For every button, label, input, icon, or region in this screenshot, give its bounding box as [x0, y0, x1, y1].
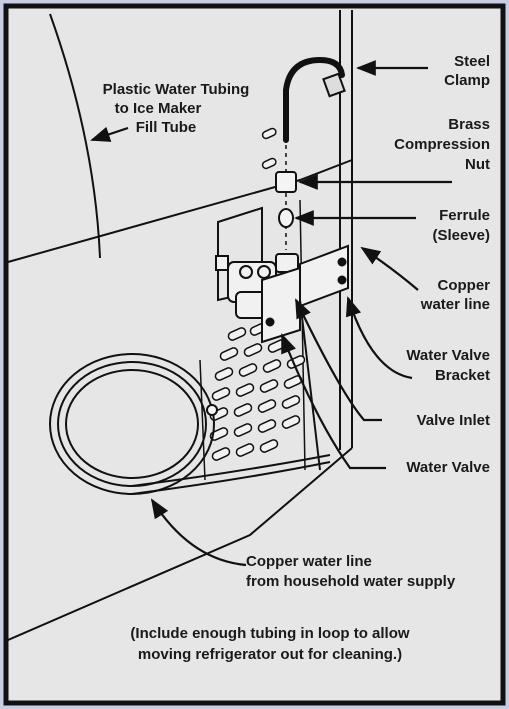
label-valve-bracket-2: Bracket	[435, 367, 490, 384]
svg-text:Brass: Brass	[448, 116, 490, 133]
svg-text:Water Valve: Water Valve	[406, 347, 490, 364]
svg-text:Ferrule: Ferrule	[439, 207, 490, 224]
ferrule-sleeve	[279, 209, 293, 227]
svg-text:Copper: Copper	[438, 277, 491, 294]
label-valve-bracket-1: Water Valve	[406, 347, 490, 364]
svg-text:(Sleeve): (Sleeve)	[432, 227, 490, 244]
note-line-2: moving refrigerator out for cleaning.)	[138, 646, 402, 663]
label-steel-clamp-2: Clamp	[444, 72, 490, 89]
svg-text:Clamp: Clamp	[444, 72, 490, 89]
label-valve-inlet: Valve Inlet	[417, 412, 490, 429]
label-ferrule-2: (Sleeve)	[432, 227, 490, 244]
label-copper-line-1: Copper	[438, 277, 491, 294]
svg-text:Valve Inlet: Valve Inlet	[417, 412, 490, 429]
svg-text:Bracket: Bracket	[435, 367, 490, 384]
svg-text:Plastic Water Tubing: Plastic Water Tubing	[103, 81, 250, 98]
svg-text:from household water supply: from household water supply	[246, 573, 456, 590]
label-steel-clamp-1: Steel	[454, 53, 490, 70]
brass-compression-nut	[276, 172, 296, 192]
svg-text:(Include enough tubing in loop: (Include enough tubing in loop to allow	[130, 625, 409, 642]
label-water-valve: Water Valve	[406, 459, 490, 476]
svg-text:water line: water line	[420, 296, 490, 313]
svg-text:moving refrigerator out for cl: moving refrigerator out for cleaning.)	[138, 646, 402, 663]
label-copper-supply-1: Copper water line	[246, 553, 372, 570]
svg-text:Nut: Nut	[465, 156, 490, 173]
label-plastic-tubing-1: Plastic Water Tubing	[103, 81, 250, 98]
label-brass-nut-2: Compression	[394, 136, 490, 153]
label-brass-nut-3: Nut	[465, 156, 490, 173]
svg-text:Copper water line: Copper water line	[246, 553, 372, 570]
label-plastic-tubing-3: Fill Tube	[136, 119, 197, 136]
svg-text:Compression: Compression	[394, 136, 490, 153]
label-ferrule-1: Ferrule	[439, 207, 490, 224]
svg-text:Fill Tube: Fill Tube	[136, 119, 197, 136]
svg-text:Steel: Steel	[454, 53, 490, 70]
note-line-1: (Include enough tubing in loop to allow	[130, 625, 409, 642]
svg-text:Water Valve: Water Valve	[406, 459, 490, 476]
label-copper-line-2: water line	[420, 296, 490, 313]
svg-text:to Ice Maker: to Ice Maker	[115, 100, 202, 117]
label-plastic-tubing-2: to Ice Maker	[115, 100, 202, 117]
label-brass-nut-1: Brass	[448, 116, 490, 133]
label-copper-supply-2: from household water supply	[246, 573, 456, 590]
